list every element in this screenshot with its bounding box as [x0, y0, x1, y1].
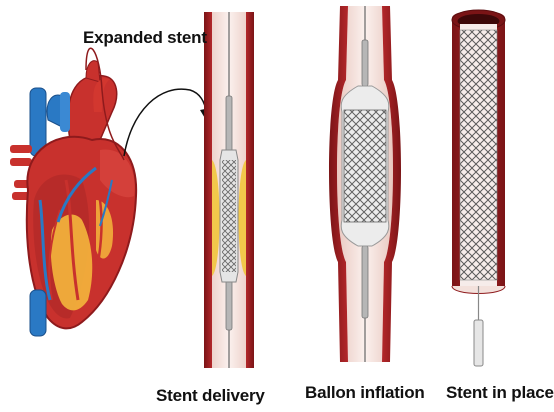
label-stent-in-place: Stent in place: [446, 383, 554, 403]
label-stent-delivery: Stent delivery: [156, 386, 265, 406]
vessel-stent-delivery: [204, 12, 254, 368]
pointer-arrow: [124, 89, 210, 156]
label-expanded-stent: Expanded stent: [83, 28, 207, 48]
heart-illustration: [10, 48, 136, 336]
vessel-stent-in-place: [452, 10, 505, 366]
label-balloon-inflation: Ballon inflation: [305, 383, 425, 403]
vessel-balloon-inflation: [329, 6, 401, 362]
